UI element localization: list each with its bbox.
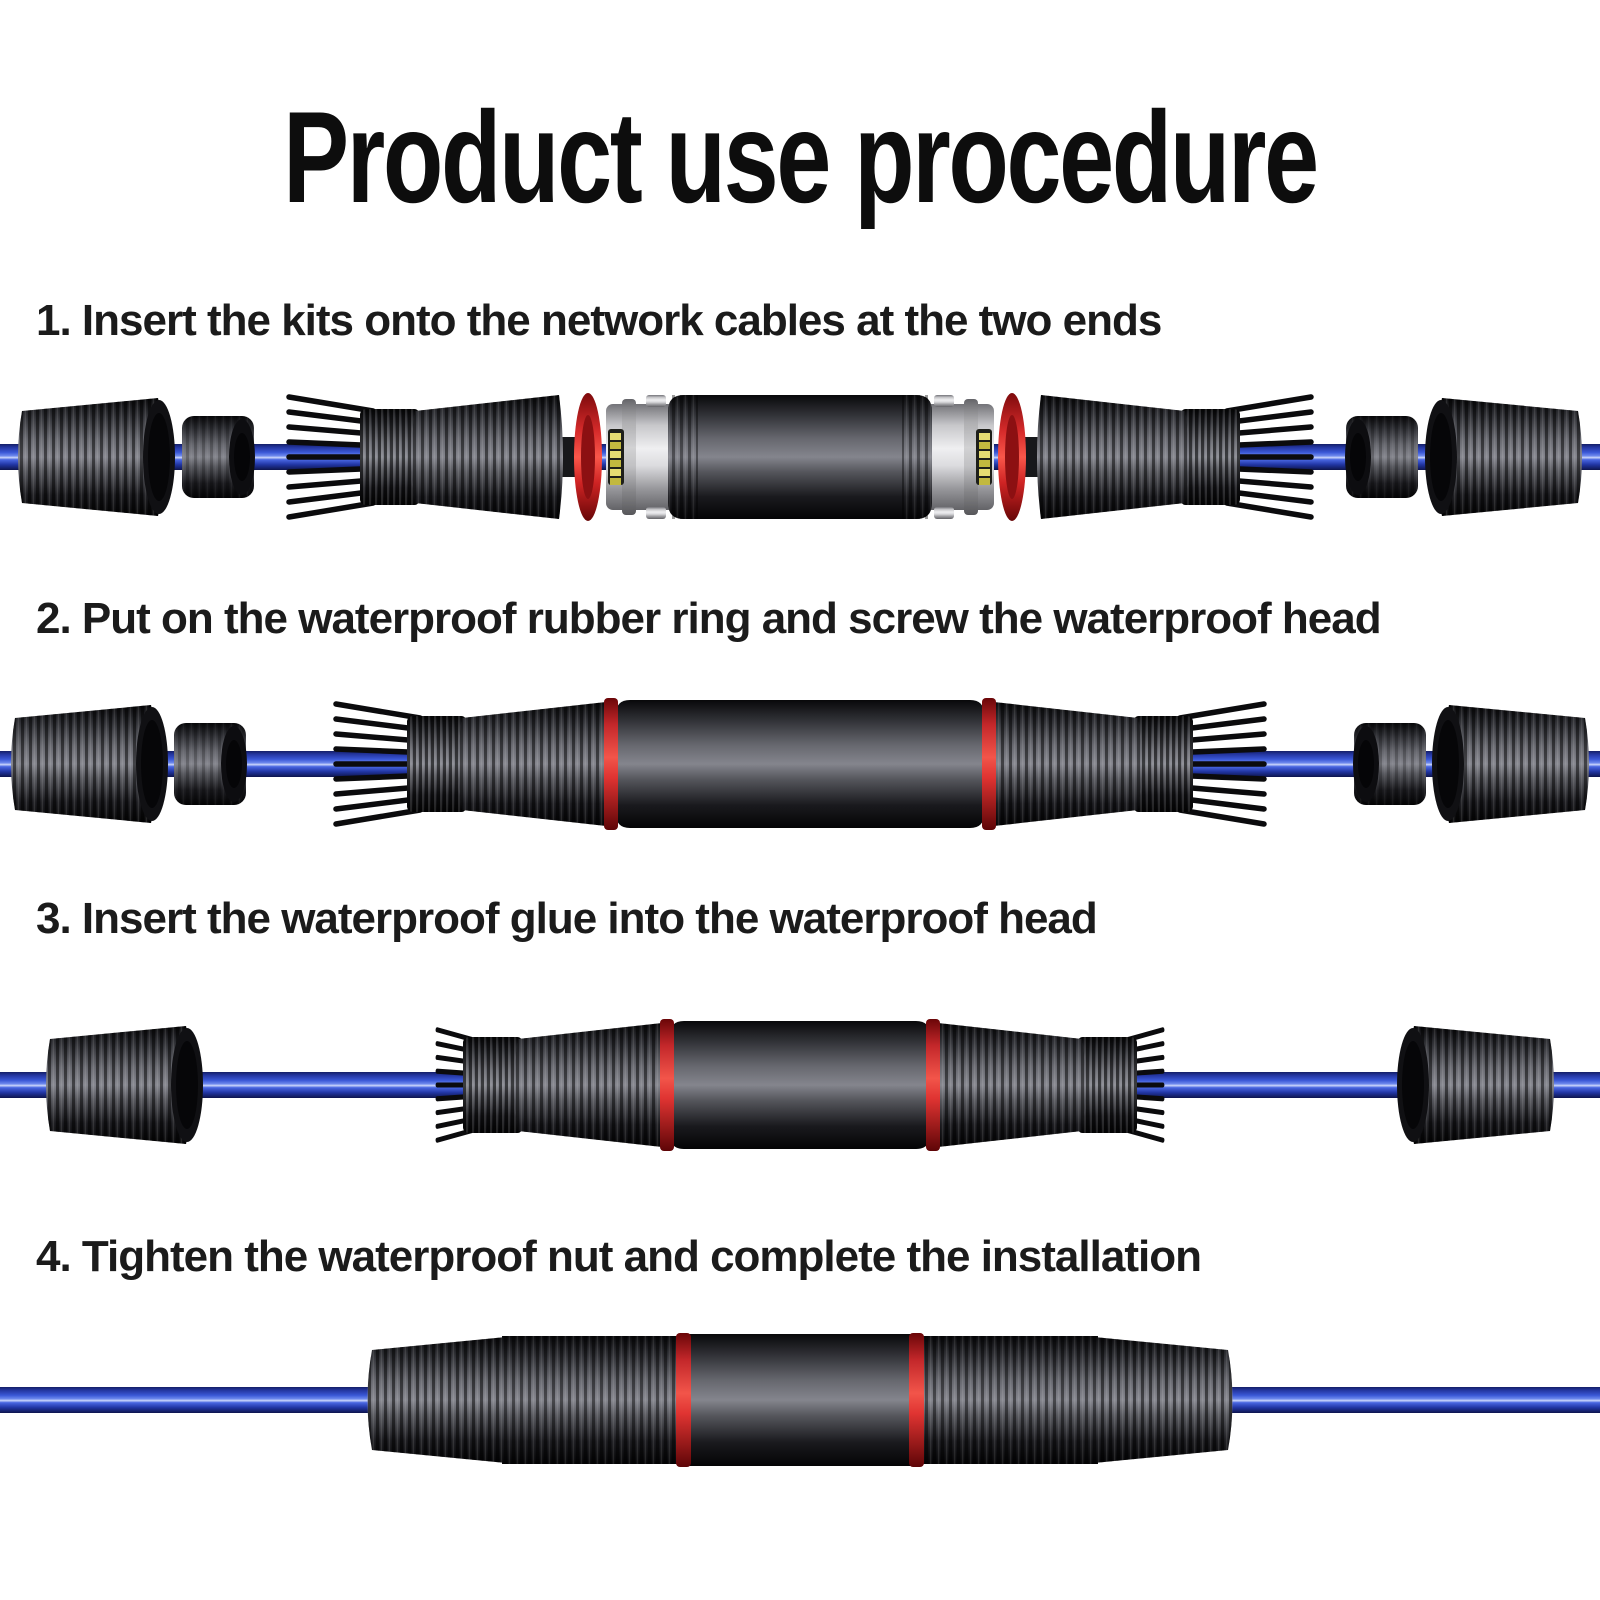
step-3-illustration: [0, 992, 1600, 1178]
step-2-right-assembly: [799, 698, 1589, 830]
step-1-right-kit-parts: [799, 393, 1582, 521]
step-4-assembled-connector-right: [798, 1333, 1233, 1467]
step-1-illustration: [0, 378, 1600, 536]
step-4-illustration: [0, 1333, 1600, 1467]
step-2-heading: 2. Put on the waterproof rubber ring and…: [36, 594, 1382, 643]
step-3-heading: 3. Insert the waterproof glue into the w…: [36, 894, 1098, 943]
step-1-left-kit-parts: [18, 393, 801, 521]
page-title: Product use procedure: [283, 84, 1319, 230]
step-1-heading: 1. Insert the kits onto the network cabl…: [36, 296, 1162, 345]
step-2-left-assembly: [11, 698, 801, 830]
step-4-heading: 4. Tighten the waterproof nut and comple…: [36, 1232, 1202, 1281]
step-2-illustration: [0, 676, 1600, 852]
step-4-assembled-connector-left: [367, 1333, 802, 1467]
